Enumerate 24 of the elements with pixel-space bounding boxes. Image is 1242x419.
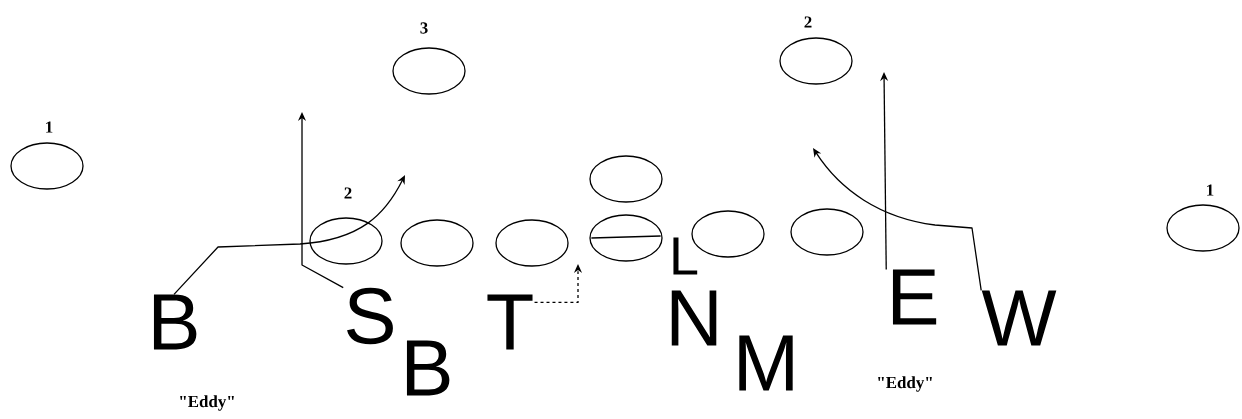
player-ellipse (589, 214, 663, 262)
player-ellipse (589, 155, 663, 203)
player-letter: B (406, 340, 450, 396)
player-letter: S (347, 287, 393, 345)
player-letter: N (671, 290, 717, 346)
route-arrow (173, 175, 405, 296)
player-number: 3 (420, 22, 428, 34)
player-name: "Eddy" (878, 376, 932, 392)
player-number: 2 (344, 187, 352, 199)
player-ellipse (790, 208, 864, 256)
route-arrow (813, 148, 982, 292)
player-name: "Eddy" (180, 395, 234, 411)
route-arrow (297, 112, 344, 289)
player-number: 1 (46, 121, 53, 133)
player-letter: T (487, 294, 533, 350)
player-letter: L (673, 237, 698, 275)
player-number: 2 (804, 16, 812, 28)
player-letter: E (892, 269, 937, 325)
player-ellipse (495, 219, 569, 267)
player-number: 1 (1207, 184, 1214, 196)
player-letter: M (739, 335, 793, 391)
player-letter: W (981, 290, 1057, 346)
player-letter: B (153, 294, 197, 350)
player-ellipse (400, 219, 474, 267)
